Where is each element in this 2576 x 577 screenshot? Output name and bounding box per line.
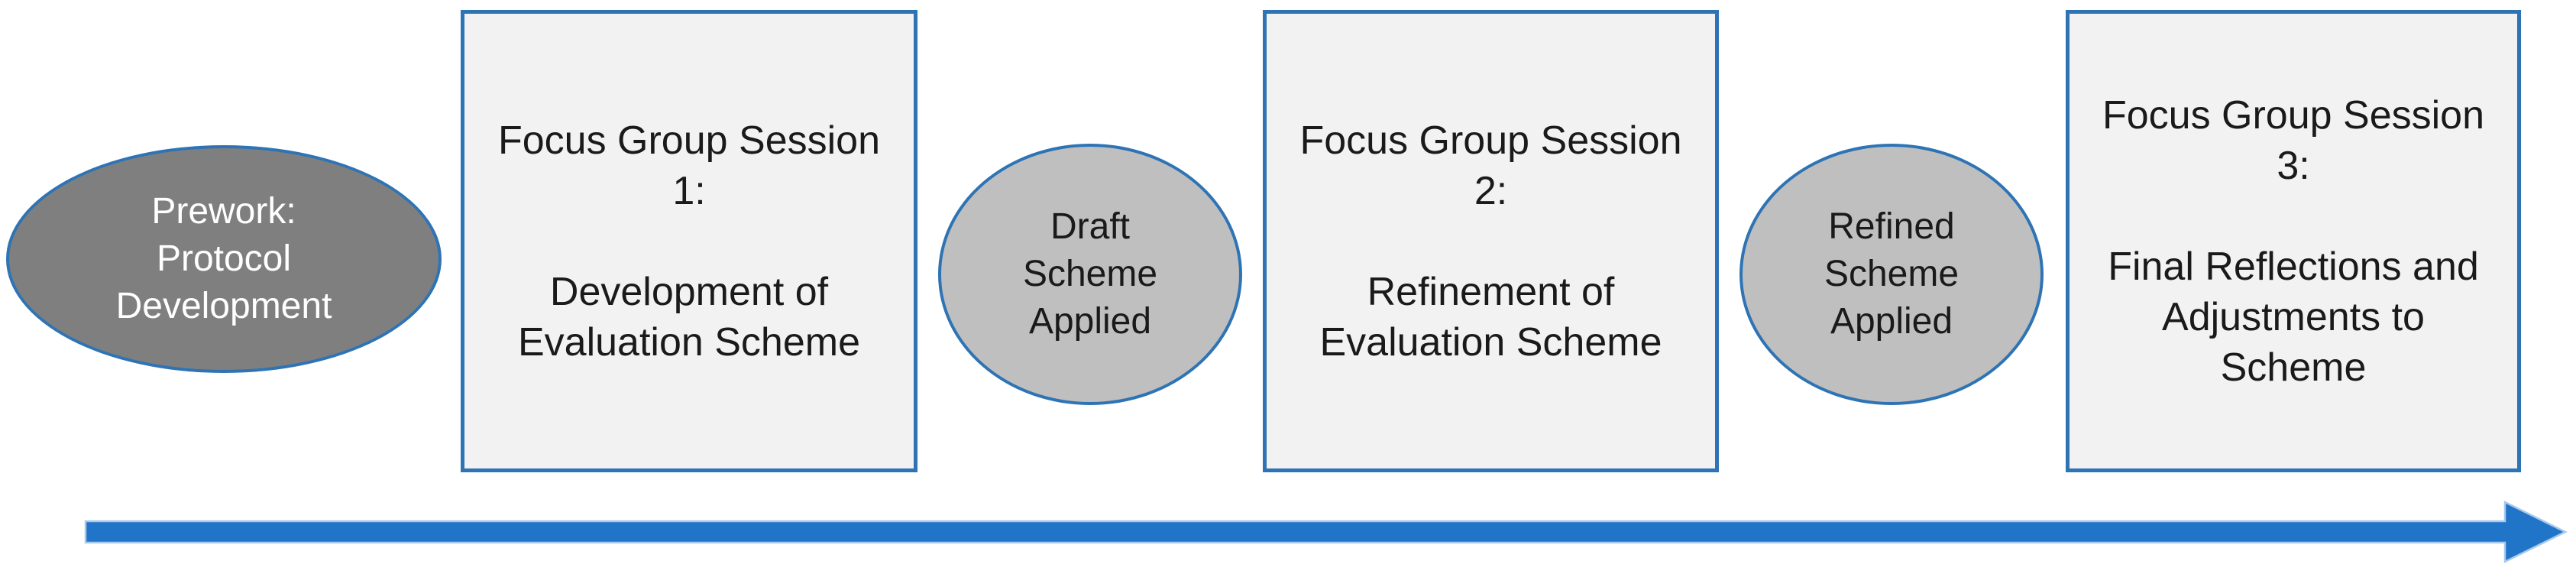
draft-scheme-ellipse: Draft Scheme Applied [938, 144, 1242, 405]
session1-box: Focus Group Session 1: Development of Ev… [461, 10, 917, 472]
prework-ellipse-label: Prework: Protocol Development [115, 191, 332, 326]
session1-box-label: Focus Group Session 1: Development of Ev… [497, 118, 881, 365]
prework-ellipse: Prework: Protocol Development [6, 145, 442, 373]
session2-box: Focus Group Session 2: Refinement of Eva… [1263, 10, 1719, 472]
right-arrow-shape [84, 500, 2568, 564]
session3-box: Focus Group Session 3: Final Reflections… [2066, 10, 2521, 472]
timeline-arrow-icon [84, 500, 2568, 564]
session2-box-label: Focus Group Session 2: Refinement of Eva… [1299, 118, 1682, 365]
draft-scheme-ellipse-label: Draft Scheme Applied [1022, 206, 1158, 342]
refined-scheme-ellipse: Refined Scheme Applied [1739, 144, 2044, 405]
refined-scheme-ellipse-label: Refined Scheme Applied [1824, 206, 1960, 342]
session3-box-label: Focus Group Session 3: Final Reflections… [2102, 92, 2485, 390]
